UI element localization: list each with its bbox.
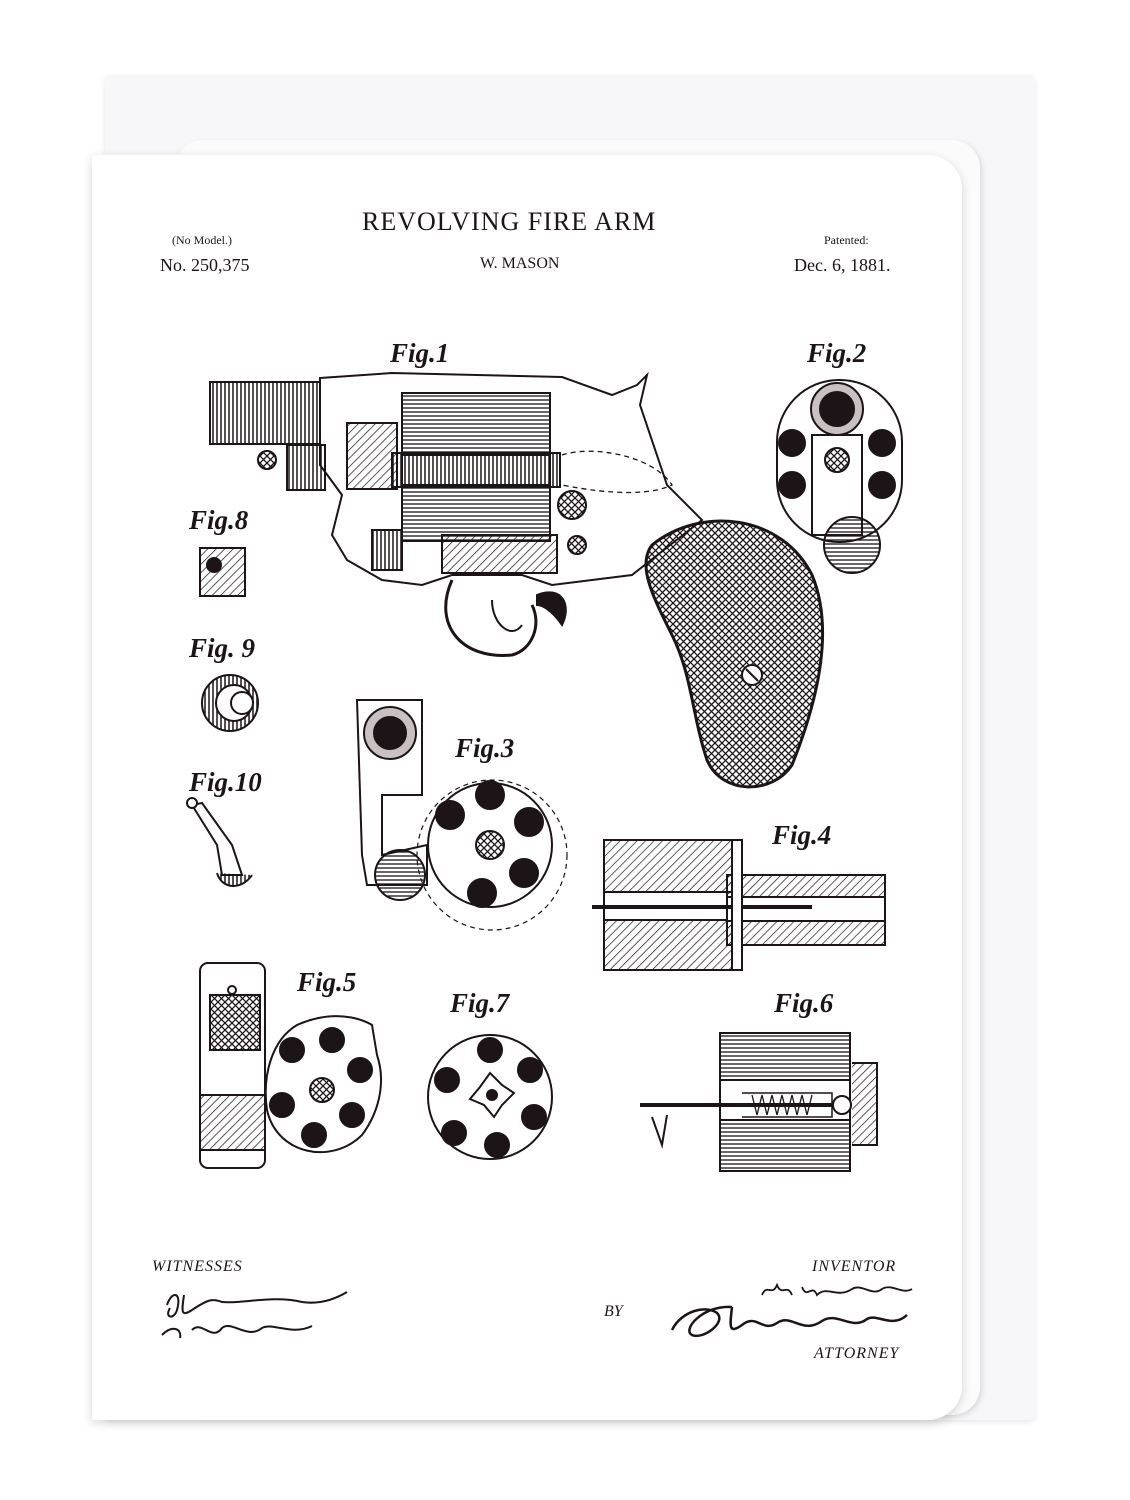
fig7-drawing <box>427 1034 553 1160</box>
fig7-label: Fig.7 <box>450 988 510 1018</box>
fig6-label: Fig.6 <box>774 988 834 1018</box>
fig4-drawing <box>592 839 886 971</box>
patented-label: Patented: <box>824 233 869 247</box>
fig8-label: Fig.8 <box>189 505 249 535</box>
patent-drawings <box>186 371 903 1172</box>
fig3-label: Fig.3 <box>455 733 515 763</box>
patent-date: Dec. 6, 1881. <box>794 255 891 275</box>
fig10-label: Fig.10 <box>189 767 262 797</box>
inventor-name: W. MASON <box>480 255 560 272</box>
inventor-signature <box>761 1282 913 1297</box>
fig9-drawing <box>201 674 259 732</box>
greeting-card: REVOLVING FIRE ARM (No Model.) No. 250,3… <box>92 155 962 1420</box>
fig1-revolver-drawing <box>209 371 824 789</box>
by-label: BY <box>604 1303 623 1320</box>
fig5-drawing <box>199 962 383 1169</box>
attorney-signature <box>670 1305 908 1338</box>
witnesses-label: WITNESSES <box>152 1258 243 1275</box>
no-model-label: (No Model.) <box>172 233 232 247</box>
fig2-drawing <box>776 379 903 574</box>
attorney-label: ATTORNEY <box>814 1345 900 1362</box>
fig6-drawing <box>640 1032 878 1172</box>
fig10-drawing <box>186 797 253 887</box>
fig4-label: Fig.4 <box>772 820 832 850</box>
patent-title: REVOLVING FIRE ARM <box>362 207 657 236</box>
inventor-label: INVENTOR <box>812 1258 897 1275</box>
witness-signatures <box>161 1291 348 1339</box>
fig2-label: Fig.2 <box>807 338 867 368</box>
fig9-label: Fig. 9 <box>189 633 256 663</box>
fig3-drawing <box>355 699 568 931</box>
patent-number: No. 250,375 <box>160 255 250 275</box>
fig5-label: Fig.5 <box>297 967 357 997</box>
fig8-drawing <box>199 547 246 597</box>
fig1-label: Fig.1 <box>390 338 450 368</box>
